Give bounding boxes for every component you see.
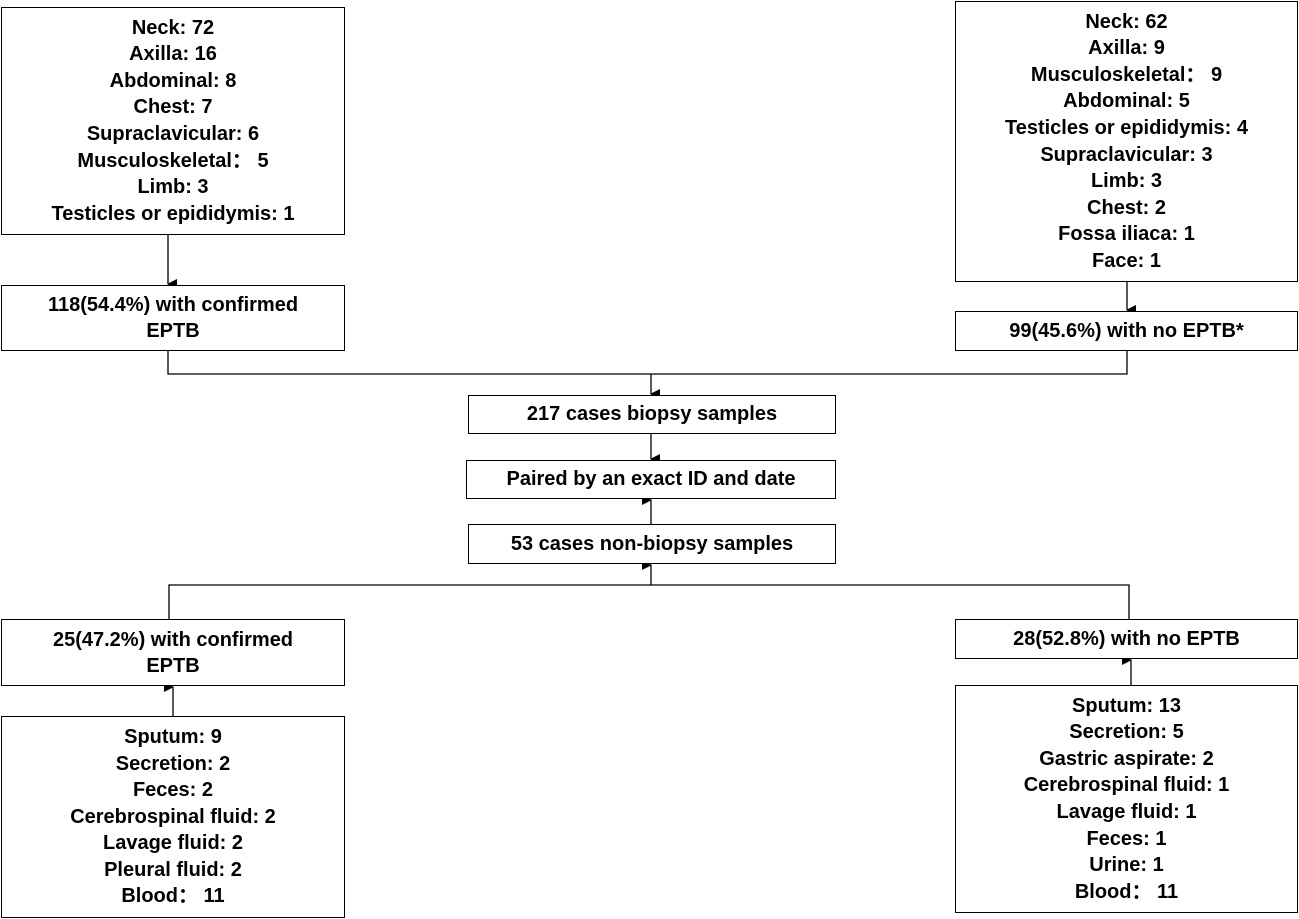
nonbiopsy-total-box: 53 cases non-biopsy samples — [468, 524, 836, 564]
total-line: 53 cases non-biopsy samples — [510, 532, 794, 555]
site-line: Neck: 62 — [1085, 10, 1168, 33]
outcome-line: EPTB — [146, 654, 200, 677]
sample-line: Lavage fluid: 1 — [1056, 801, 1197, 823]
site-line: Axilla: 16 — [129, 43, 217, 66]
paired-line: Paired by an exact ID and date — [506, 468, 796, 491]
nonbiopsy-samples-no-eptb-box: Sputum: 13 Secretion: 5 Gastric aspirate… — [955, 685, 1298, 913]
sample-line: Cerebrospinal fluid: 1 — [1023, 774, 1230, 797]
connector-nonbiopsy-merge — [168, 584, 1130, 619]
outcome-line: EPTB — [146, 320, 200, 342]
site-line: Limb: 3 — [137, 176, 209, 199]
sample-line: Sputum: 13 — [1072, 694, 1181, 717]
site-line: Supraclavicular: 3 — [1040, 143, 1213, 166]
biopsy-total-box: 217 cases biopsy samples — [468, 395, 836, 434]
connector-biopsy-merge — [167, 351, 1128, 375]
sample-line: Gastric aspirate: 2 — [1039, 747, 1214, 770]
site-line: Fossa iliaca: 1 — [1058, 223, 1195, 246]
sample-line: Cerebrospinal fluid: 2 — [70, 805, 276, 828]
biopsy-confirmed-eptb-box: 118(54.4%) with confirmed EPTB — [1, 285, 345, 351]
sample-line: Blood： 11 — [121, 885, 225, 908]
total-line: 217 cases biopsy samples — [526, 403, 778, 426]
outcome-line: 28(52.8%) with no EPTB — [1013, 627, 1240, 650]
site-line: Musculoskeletal： 9 — [1030, 63, 1223, 86]
sample-line: Sputum: 9 — [124, 725, 222, 748]
sample-line: Secretion: 2 — [115, 752, 231, 775]
sample-line: Secretion: 5 — [1069, 721, 1184, 744]
nonbiopsy-no-eptb-box: 28(52.8%) with no EPTB — [955, 619, 1298, 659]
site-line: Chest: 7 — [133, 96, 213, 119]
biopsy-sites-no-eptb-box: Neck: 62 Axilla: 9 Musculoskeletal： 9 Ab… — [955, 1, 1298, 282]
sample-line: Urine: 1 — [1089, 854, 1164, 877]
site-line: Axilla: 9 — [1088, 37, 1165, 60]
sample-line: Feces: 2 — [132, 779, 214, 802]
site-line: Limb: 3 — [1090, 170, 1163, 193]
site-line: Chest: 2 — [1087, 196, 1166, 219]
site-line: Testicles or epididymis: 4 — [1004, 116, 1249, 139]
paired-box: Paired by an exact ID and date — [466, 460, 836, 499]
nonbiopsy-confirmed-eptb-box: 25(47.2%) with confirmed EPTB — [1, 619, 345, 686]
site-line: Musculoskeletal： 5 — [77, 149, 269, 172]
site-line: Neck: 72 — [131, 16, 215, 39]
sample-line: Feces: 1 — [1086, 827, 1167, 850]
outcome-line: 118(54.4%) with confirmed — [47, 294, 299, 316]
site-line: Supraclavicular: 6 — [86, 123, 260, 145]
sample-line: Lavage fluid: 2 — [102, 832, 244, 855]
biopsy-sites-confirmed-box: Neck: 72 Axilla: 16 Abdominal: 8 Chest: … — [1, 7, 345, 235]
nonbiopsy-samples-confirmed-box: Sputum: 9 Secretion: 2 Feces: 2 Cerebros… — [1, 716, 345, 918]
sample-line: Pleural fluid: 2 — [104, 858, 242, 881]
site-line: Face: 1 — [1092, 249, 1161, 272]
sample-line: Blood： 11 — [1074, 880, 1179, 903]
site-line: Testicles or epididymis: 1 — [51, 202, 295, 225]
biopsy-no-eptb-box: 99(45.6%) with no EPTB* — [955, 311, 1298, 351]
outcome-line: 99(45.6%) with no EPTB* — [1009, 319, 1244, 342]
site-line: Abdominal: 5 — [1063, 90, 1190, 113]
site-line: Abdominal: 8 — [109, 69, 237, 92]
outcome-line: 25(47.2%) with confirmed — [52, 628, 294, 651]
